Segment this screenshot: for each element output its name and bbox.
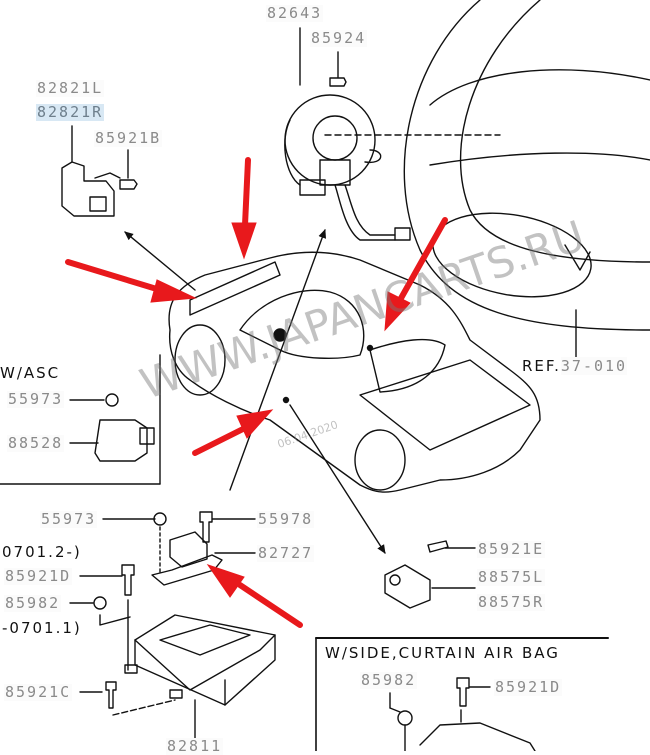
label-asc-sensor[interactable]: 88528 [7,434,65,452]
note-serial-to: -0701.1) [2,619,82,637]
label-front-sensor-bolt[interactable]: 85921B [94,129,163,147]
label-g-sensor-nut[interactable]: 55973 [40,510,98,528]
side-curtain-box [315,637,609,751]
arrow-front-sensor [124,231,196,291]
label-front-sensor-l[interactable]: 82821L [36,79,105,97]
note-with-asc: W/ASC [0,364,61,382]
label-ecu[interactable]: 82811 [166,737,224,755]
label-side-box-bolt[interactable]: 85921D [494,678,563,696]
label-asc-nut[interactable]: 55973 [7,390,65,408]
red-arrow-1 [65,259,197,303]
note-serial-from: 0701.2-) [2,543,82,561]
label-ecu-bolt-upper[interactable]: 85921D [4,567,73,585]
label-ecu-bolt-lower[interactable]: 85921C [4,683,73,701]
label-clock-spring-screw[interactable]: 85924 [310,29,368,47]
red-arrow-2 [231,157,257,260]
ref-value[interactable]: 37-010 [560,357,628,375]
arrow-clock-spring [229,229,327,491]
label-side-box-nut[interactable]: 85982 [360,671,418,689]
ecu-drawing [69,511,276,741]
red-arrow-4 [192,409,274,456]
asc-box [0,354,161,485]
label-side-sensor-bolt[interactable]: 85921E [477,540,546,558]
label-side-sensor-l[interactable]: 88575L [477,568,546,586]
front-sensor-drawing [61,125,138,217]
red-arrows [65,157,448,628]
steering-wheel-drawing [403,0,650,358]
label-clock-spring[interactable]: 82643 [266,4,324,22]
label-ecu-nut[interactable]: 85982 [4,594,62,612]
side-sensor-drawing [384,540,476,609]
label-g-sensor[interactable]: 82727 [257,544,315,562]
ref-prefix: REF. [522,357,561,375]
label-g-sensor-bolt[interactable]: 55978 [257,510,315,528]
clock-spring-drawing [284,27,411,241]
arrow-side-sensor [289,404,386,554]
note-side-curtain: W/SIDE,CURTAIN AIR BAG [325,644,560,662]
red-arrow-5 [206,564,303,628]
ref-label[interactable]: REF.37-010 [522,357,628,375]
label-front-sensor-r[interactable]: 82821R [36,103,105,121]
red-arrow-3 [384,217,448,332]
label-side-sensor-r[interactable]: 88575R [477,593,546,611]
